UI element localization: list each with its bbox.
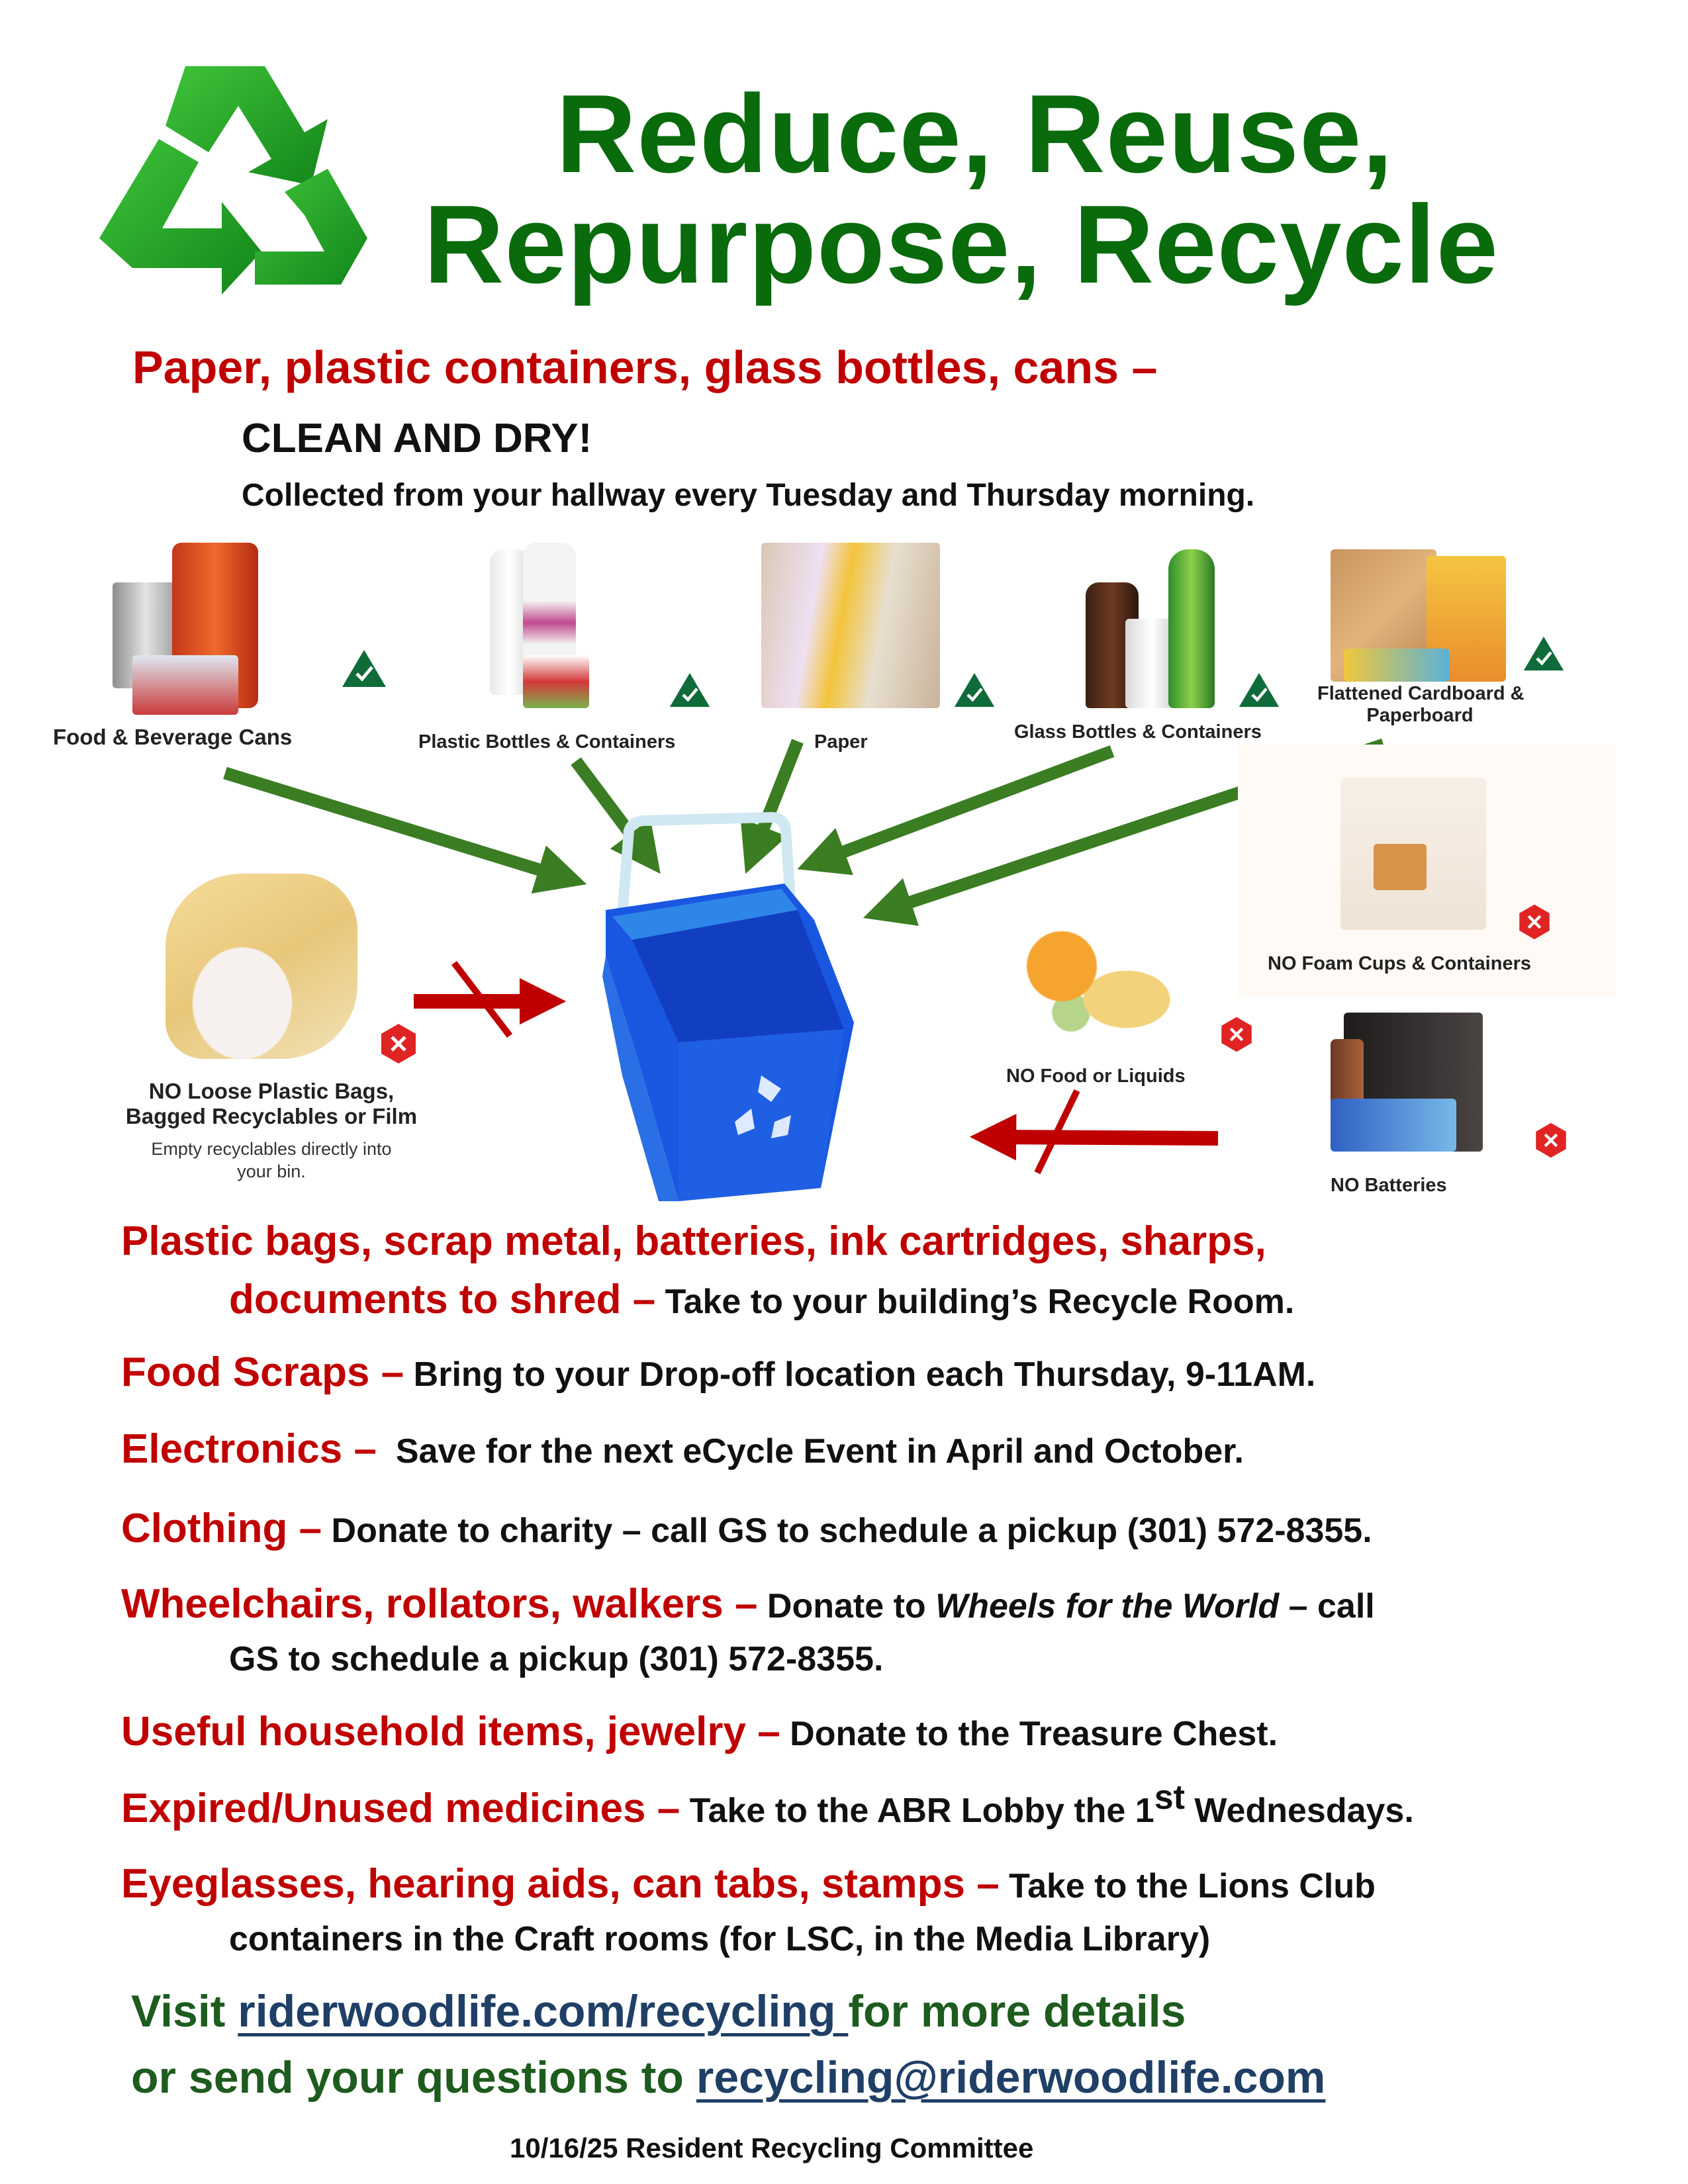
glass-label: Glass Bottles & Containers (1014, 721, 1262, 743)
check-icon (669, 672, 710, 707)
clean-and-dry-text: CLEAN AND DRY! (242, 416, 592, 461)
foam-label: NO Foam Cups & Containers (1268, 953, 1531, 974)
x-icon (381, 1024, 416, 1064)
paper-stack-image (761, 543, 940, 708)
rejected-item-food: NO Food or Liquids (980, 913, 1271, 1099)
instruction-electronics: Electronics – Save for the next eCycle E… (121, 1426, 1244, 1472)
accepted-item-paper: Paper (741, 529, 1006, 768)
accepted-item-plastic: Plastic Bottles & Containers (410, 529, 728, 768)
reject-arrows (414, 960, 1219, 1175)
green-bottle-image (1168, 549, 1215, 708)
cans-label: Food & Beverage Cans (53, 725, 293, 749)
recycle-logo (86, 40, 377, 304)
instruction-recycle-room: Plastic bags, scrap metal, batteries, in… (121, 1218, 1295, 1322)
curbside-heading: Paper, plastic containers, glass bottles… (132, 341, 1158, 393)
plastic-label: Plastic Bottles & Containers (418, 731, 676, 752)
batteries-label: NO Batteries (1331, 1175, 1447, 1196)
accepted-item-cans: Food & Beverage Cans (40, 529, 386, 768)
instruction-lions-club: Eyeglasses, hearing aids, can tabs, stam… (121, 1861, 1376, 1958)
plastic-bags-note: Empty recyclables directly into your bin… (151, 1139, 392, 1181)
x-icon (1536, 1122, 1566, 1158)
arrow-food-blocked (969, 1114, 1219, 1161)
recycle-symbol-icon (99, 66, 367, 295)
x-icon (1519, 904, 1550, 940)
visit-website-line: Visit riderwoodlife.com/recycling for mo… (131, 1986, 1186, 2036)
committee-credit: 10/16/25 Resident Recycling Committee (510, 2132, 1034, 2163)
bin-recycle-symbol-icon (735, 1075, 791, 1138)
rejected-item-plastic-bags: NO Loose Plastic Bags, Bagged Recyclable… (99, 854, 444, 1198)
arrow-paper-to-bin (740, 739, 804, 874)
arrow-cans-to-bin (223, 766, 587, 894)
coffee-sleeve-image (1374, 844, 1427, 890)
check-icon (1239, 672, 1280, 707)
check-icon (1523, 636, 1564, 671)
instruction-food-scraps: Food Scraps – Bring to your Drop-off loc… (121, 1349, 1316, 1395)
arrow-plastic-to-bin (571, 757, 661, 874)
email-link[interactable]: recycling@riderwoodlife.com (696, 2052, 1326, 2103)
page-title-line1: Reduce, Reuse, (556, 71, 1394, 196)
blue-recycling-bin (592, 811, 870, 1208)
food-scraps-image (1006, 920, 1192, 1052)
check-icon (954, 672, 995, 707)
email-questions-line: or send your questions to recycling@ride… (131, 2052, 1326, 2103)
rejected-item-batteries: NO Batteries (1297, 1006, 1602, 1205)
rejected-item-foam: NO Foam Cups & Containers (1238, 745, 1615, 996)
instruction-mobility-aids: Wheelchairs, rollators, walkers – Donate… (121, 1581, 1375, 1678)
cracker-box-image (1344, 649, 1450, 682)
cardboard-label: Flattened Cardboard & Paperboard (1317, 683, 1524, 727)
strike-food (1034, 1089, 1080, 1175)
collection-schedule-text: Collected from your hallway every Tuesda… (242, 478, 1255, 513)
website-link[interactable]: riderwoodlife.com/recycling (238, 1986, 849, 2036)
instruction-clothing: Clothing – Donate to charity – call GS t… (121, 1506, 1372, 1551)
instruction-medicines: Expired/Unused medicines – Take to the A… (121, 1778, 1414, 1831)
x-icon (1221, 1017, 1252, 1052)
instructions-list: Plastic bags, scrap metal, batteries, in… (121, 1221, 1644, 1957)
food-label: NO Food or Liquids (1006, 1066, 1186, 1087)
nine-volt-battery-image (1331, 1099, 1456, 1152)
tuna-can-image (132, 655, 238, 715)
arrow-glass-to-bin (797, 745, 1115, 876)
accepted-item-cardboard: Flattened Cardboard & Paperboard (1317, 529, 1622, 748)
plastic-bags-image (165, 874, 357, 1059)
instruction-household-items: Useful household items, jewelry – Donate… (121, 1709, 1278, 1754)
check-icon (342, 650, 386, 687)
plastic-bags-label: NO Loose Plastic Bags, Bagged Recyclable… (125, 1079, 418, 1128)
paper-label: Paper (814, 731, 868, 752)
sour-cream-container-image (523, 655, 589, 708)
strike-bags (451, 960, 512, 1038)
accepted-item-glass: Glass Bottles & Containers (1013, 529, 1331, 754)
page-title-line2: Repurpose, Recycle (424, 182, 1499, 306)
